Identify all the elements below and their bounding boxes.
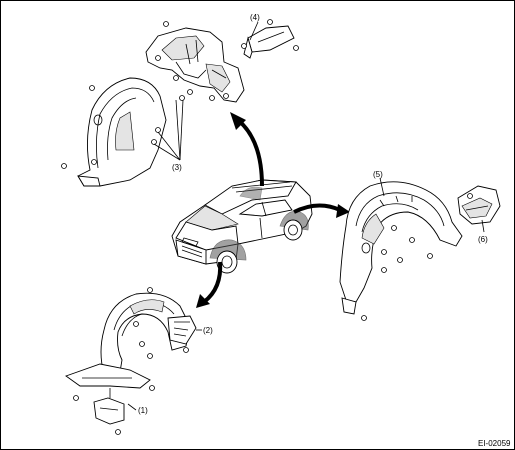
bolt-icon	[73, 395, 79, 401]
rear-mudguard-liner-left	[77, 77, 167, 187]
bolt-icon	[147, 353, 153, 359]
callout-label-4: (4)	[250, 13, 260, 22]
bolt-icon	[89, 85, 95, 91]
bolt-icon	[133, 321, 139, 327]
bolt-icon	[381, 249, 387, 255]
bolt-icon	[61, 163, 67, 169]
bolt-icon	[209, 95, 215, 101]
front-mudguard-liner	[65, 292, 191, 389]
bolt-icon	[149, 385, 155, 391]
bolt-icon	[223, 93, 229, 99]
bolt-icon	[91, 159, 97, 165]
bolt-icon	[163, 21, 169, 27]
bolt-icon	[409, 237, 415, 243]
callout-label-1: (1)	[138, 406, 148, 415]
bolt-icon	[267, 19, 273, 25]
rear-liner-bracket-6	[457, 185, 501, 225]
bolt-icon	[361, 315, 367, 321]
rear-mudguard-liner-right	[339, 181, 463, 315]
bolt-icon	[139, 341, 145, 347]
bolt-icon	[155, 127, 161, 133]
front-liner-bracket-1	[93, 388, 125, 425]
rear-liner-bracket-4	[243, 25, 295, 59]
bolt-icon	[179, 95, 185, 101]
bolt-icon	[427, 253, 433, 259]
bolt-icon	[151, 139, 157, 145]
arrow-to-rear-left-liner	[230, 112, 264, 187]
rear-inner-liner-upper	[145, 27, 245, 103]
bolt-icon	[241, 43, 247, 49]
bolt-icon	[187, 89, 193, 95]
bolt-icon	[397, 257, 403, 263]
bolt-icon	[183, 347, 189, 353]
fastener-bolts	[61, 19, 473, 435]
bolt-icon	[147, 287, 153, 293]
bolt-icon	[173, 75, 179, 81]
arrow-to-rear-right-liner	[293, 203, 350, 218]
figure-id: EI-02059	[478, 439, 511, 448]
arrow-to-front-liner	[196, 261, 223, 308]
bolt-icon	[467, 193, 473, 199]
callout-label-3: (3)	[172, 163, 182, 172]
callout-label-5: (5)	[373, 170, 383, 179]
bolt-icon	[391, 225, 397, 231]
leader-lines	[127, 21, 485, 411]
vehicle-illustration	[171, 179, 313, 274]
front-liner-flap-2	[167, 315, 197, 345]
bolt-icon	[155, 55, 161, 61]
bolt-icon	[381, 267, 387, 273]
callout-label-2: (2)	[203, 326, 213, 335]
bolt-icon	[293, 45, 299, 51]
bolt-icon	[115, 429, 121, 435]
callout-label-6: (6)	[478, 235, 488, 244]
